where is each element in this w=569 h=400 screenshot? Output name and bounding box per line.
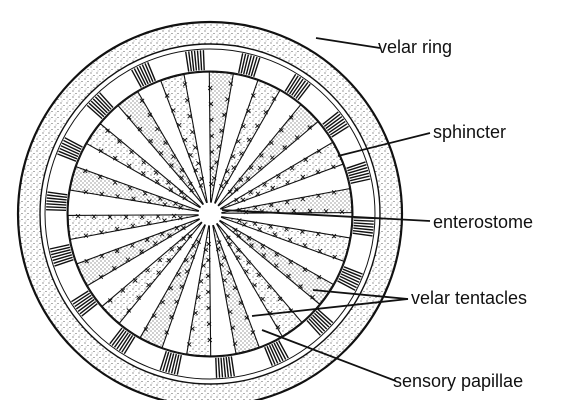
enterostome [201, 205, 219, 223]
label-velar-ring: velar ring [378, 37, 452, 57]
label-enterostome: enterostome [433, 212, 533, 232]
sphincter-striation [46, 210, 66, 211]
sphincter-striation [354, 220, 374, 221]
sphincter-striation [203, 50, 204, 70]
label-sensory-papillae: sensory papillae [393, 371, 523, 391]
sphincter-striation [216, 358, 217, 378]
sphincter-striation [46, 207, 66, 208]
label-sphincter: sphincter [433, 122, 506, 142]
leader-velar-ring [316, 38, 380, 48]
label-velar-tentacles: velar tentacles [411, 288, 527, 308]
